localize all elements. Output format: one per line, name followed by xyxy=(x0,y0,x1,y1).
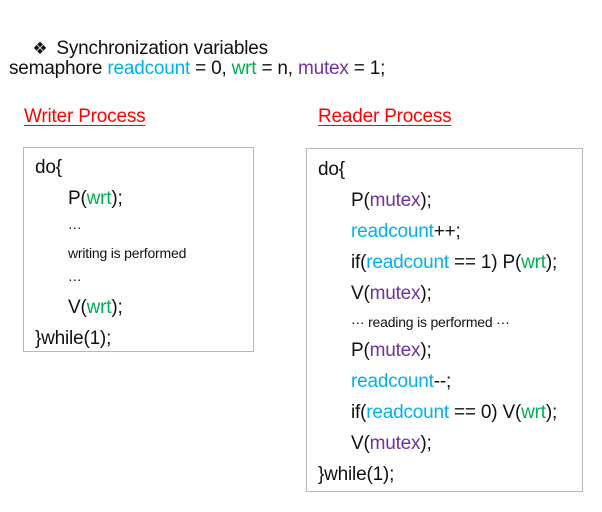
declaration-token: = 0, xyxy=(190,58,232,79)
code-token: ); xyxy=(420,190,432,211)
code-line: do{ xyxy=(35,152,249,183)
diamond-bullet-icon: ❖ xyxy=(32,39,48,58)
code-line: P(mutex); xyxy=(318,335,578,366)
code-token: do{ xyxy=(318,159,345,180)
code-token: ); xyxy=(545,402,558,423)
code-line: V(wrt); xyxy=(35,292,249,323)
code-line: readcount--; xyxy=(318,366,578,397)
writer-process-heading: Writer Process xyxy=(24,106,146,127)
code-token: ); xyxy=(111,297,123,318)
code-token: wrt xyxy=(86,188,112,209)
code-token: readcount xyxy=(351,371,434,392)
code-line: ··· reading is performed ··· xyxy=(318,309,578,335)
code-line: if(readcount == 1) P(wrt); xyxy=(318,247,578,278)
code-line: V(mutex); xyxy=(318,428,578,459)
code-token: V( xyxy=(68,297,87,318)
code-token: readcount xyxy=(366,252,449,273)
code-line: do{ xyxy=(318,154,578,185)
code-token: ++; xyxy=(433,221,461,242)
code-token: do{ xyxy=(35,157,62,178)
code-token: P( xyxy=(351,340,370,361)
code-line: }while(1); xyxy=(35,323,249,354)
code-token: ··· xyxy=(68,219,82,235)
code-line: }while(1); xyxy=(318,459,578,490)
code-token: --; xyxy=(433,371,452,392)
code-line: V(mutex); xyxy=(318,278,578,309)
code-line: ··· xyxy=(35,266,249,292)
code-token: ); xyxy=(420,283,432,304)
code-token: }while(1); xyxy=(35,328,112,349)
code-token: readcount xyxy=(366,402,449,423)
declaration-token: semaphore xyxy=(9,58,108,79)
code-token: mutex xyxy=(369,283,421,304)
code-token: V( xyxy=(351,433,370,454)
code-token: P( xyxy=(351,190,370,211)
code-line: ··· xyxy=(35,214,249,240)
semaphore-declaration-line: semaphore readcount = 0, wrt = n, mutex … xyxy=(9,58,385,80)
declaration-token: readcount xyxy=(107,58,191,79)
code-token: writing is performed xyxy=(68,245,187,261)
code-token: mutex xyxy=(369,340,421,361)
code-token: ); xyxy=(420,340,432,361)
reader-code-box: do{P(mutex);readcount++;if(readcount == … xyxy=(306,148,583,492)
code-token: ); xyxy=(420,433,432,454)
code-token: ); xyxy=(545,252,558,273)
code-line: if(readcount == 0) V(wrt); xyxy=(318,397,578,428)
code-token: readcount xyxy=(351,221,434,242)
code-token: ··· xyxy=(68,271,82,287)
code-token: ··· reading is performed ··· xyxy=(351,314,510,330)
code-token: V( xyxy=(351,283,370,304)
declaration-token: mutex xyxy=(297,58,349,79)
declaration-token: = n, xyxy=(256,58,298,79)
code-token: if( xyxy=(351,402,367,423)
writer-code-box: do{P(wrt);···writing is performed···V(wr… xyxy=(23,147,254,352)
code-token: == 1) P( xyxy=(448,252,522,273)
code-token: mutex xyxy=(369,433,421,454)
code-line: P(wrt); xyxy=(35,183,249,214)
code-token: ); xyxy=(111,188,123,209)
code-line: P(mutex); xyxy=(318,185,578,216)
code-line: readcount++; xyxy=(318,216,578,247)
code-line: writing is performed xyxy=(35,240,249,266)
code-token: if( xyxy=(351,252,367,273)
slide-title: ❖ Synchronization variables xyxy=(12,16,268,82)
declaration-token: = 1; xyxy=(348,58,386,79)
code-token: wrt xyxy=(521,402,546,423)
code-token: wrt xyxy=(86,297,112,318)
code-token: }while(1); xyxy=(318,464,395,485)
code-token: == 0) V( xyxy=(448,402,522,423)
code-token: P( xyxy=(68,188,87,209)
code-token: wrt xyxy=(521,252,546,273)
reader-process-heading: Reader Process xyxy=(318,106,452,127)
declaration-token: wrt xyxy=(231,58,257,79)
code-token: mutex xyxy=(369,190,421,211)
slide-title-text: Synchronization variables xyxy=(56,38,268,59)
